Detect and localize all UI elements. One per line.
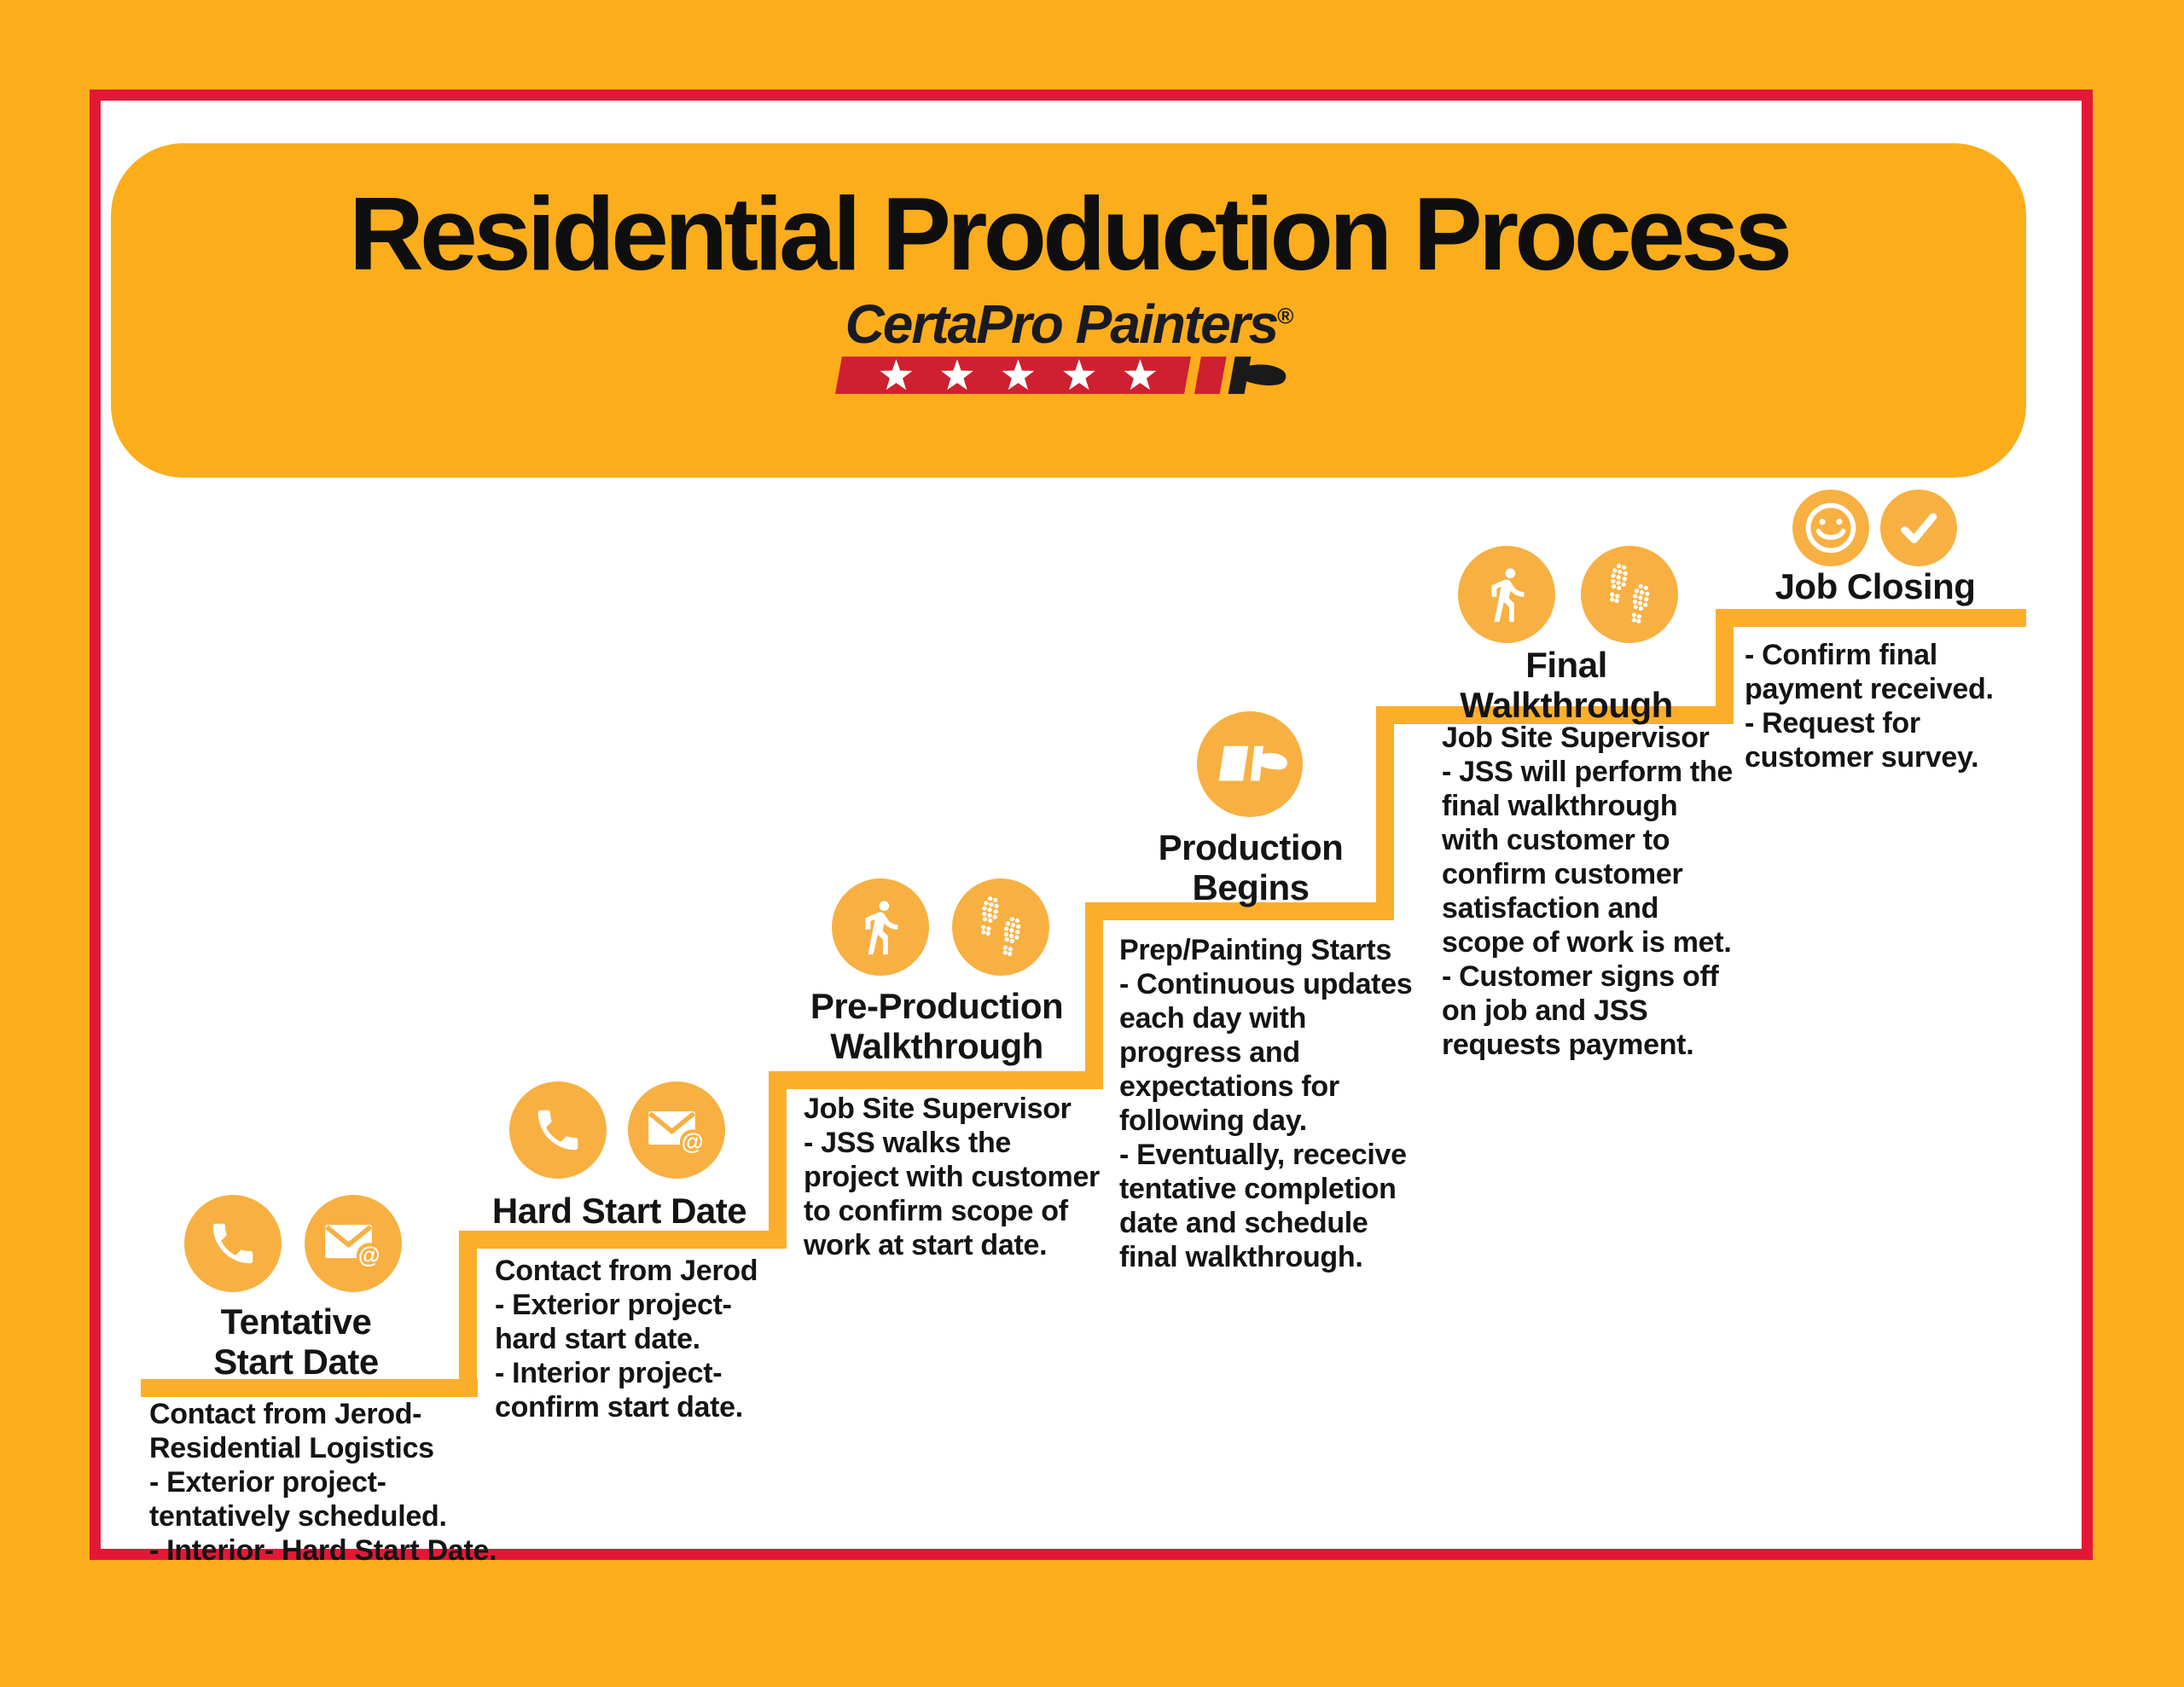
step-title: Job Closing <box>1774 566 1976 606</box>
stair-step-bar <box>141 1379 478 1397</box>
phone-icon <box>184 1195 282 1292</box>
step-title: Pre-Production Walkthrough <box>810 986 1064 1066</box>
registered-mark: ® <box>1277 303 1293 329</box>
stair-riser <box>1085 902 1103 1089</box>
smiley-face-icon <box>1792 490 1869 566</box>
stair-riser <box>1716 609 1734 724</box>
step-description: Contact from Jerod- Residential Logistic… <box>149 1398 497 1567</box>
stair-riser <box>769 1071 787 1249</box>
stair-step-bar <box>1376 706 1734 724</box>
walking-person-icon <box>832 878 929 976</box>
step-title: Tentative Start Date <box>213 1301 379 1382</box>
certapro-logo-text: CertaPro Painters® <box>845 293 1294 356</box>
step-title: Hard Start Date <box>491 1191 747 1231</box>
footprints-icon <box>1581 546 1678 643</box>
step-description: Contact from Jerod - Exterior project- h… <box>495 1255 758 1423</box>
step-description: Prep/Painting Starts - Continuous update… <box>1119 934 1413 1273</box>
step-description: Job Site Supervisor - JSS will perform t… <box>1442 722 1734 1061</box>
stair-riser <box>459 1232 477 1397</box>
step-description: Job Site Supervisor - JSS walks the proj… <box>804 1093 1100 1261</box>
paint-brush-icon <box>1197 711 1303 817</box>
svg-text:@: @ <box>682 1129 704 1155</box>
mail-at-icon: @ <box>305 1195 402 1292</box>
svg-text:@: @ <box>358 1243 380 1268</box>
checkmark-icon <box>1880 490 1957 566</box>
stair-riser <box>1376 706 1394 920</box>
walking-person-icon <box>1458 546 1555 643</box>
step-title: Final Walkthrough <box>1460 645 1673 725</box>
step-title: Production Begins <box>1158 827 1344 907</box>
mail-at-icon: @ <box>628 1081 725 1179</box>
title-banner: Residential Production Process CertaPro … <box>111 143 2026 478</box>
stair-step-bar <box>459 1231 787 1249</box>
phone-icon <box>509 1081 607 1179</box>
stair-step-bar <box>1085 902 1394 920</box>
paint-roller-star-bar-icon <box>834 357 1286 394</box>
certapro-logo: CertaPro Painters® <box>832 297 1306 397</box>
stair-step-bar <box>769 1071 1103 1089</box>
footprints-icon <box>952 878 1049 976</box>
page-title: Residential Production Process <box>348 176 1792 292</box>
stair-step-bar <box>1716 609 2026 627</box>
step-description: - Confirm final payment received. - Requ… <box>1745 639 1994 774</box>
